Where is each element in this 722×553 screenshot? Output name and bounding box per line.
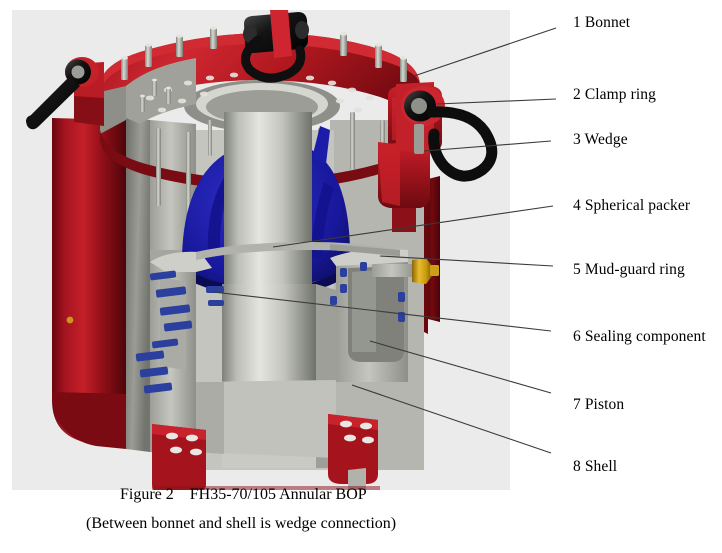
lifting-shackle-top <box>241 10 309 83</box>
brass-port-fitting <box>372 258 439 284</box>
leader-line-5 <box>379 255 554 267</box>
callout-label-3: 3 Wedge <box>573 131 628 148</box>
callout-label-4: 4 Spherical packer <box>573 197 691 214</box>
brass-nipple <box>430 265 439 276</box>
handle-left-lever <box>26 76 80 130</box>
port-pipe <box>372 264 416 277</box>
handle-left-lever-tip <box>26 115 40 127</box>
shackle-top-red-strap <box>270 10 292 58</box>
leader-line-4 <box>272 205 554 248</box>
bore-tube-upper <box>224 112 312 288</box>
piston-right-chamber-face <box>352 270 376 352</box>
mud-guard-ring-edge <box>330 244 400 256</box>
leader-line-7 <box>369 340 552 394</box>
shell-bottom-left-fillet <box>52 392 126 449</box>
base-foot-right <box>328 414 378 484</box>
bonnet-ring-body <box>99 33 421 132</box>
callout-label-1: 1 Bonnet <box>573 14 631 31</box>
leader-line-2 <box>436 98 557 105</box>
shell-bottom-strip <box>152 486 380 490</box>
lifting-handle-left <box>26 57 104 130</box>
wedge-taper-face <box>378 142 400 206</box>
handle-left-pivot-bore <box>71 65 85 79</box>
lifting-eye-right <box>396 82 498 182</box>
sealing-components <box>135 262 405 394</box>
callout-label-7: 7 Piston <box>573 396 625 413</box>
leader-line-group <box>212 27 557 454</box>
shackle-top-pin-right <box>295 21 309 39</box>
leader-line-8 <box>351 384 552 454</box>
figure-caption-title: Figure 2 FH35-70/105 Annular BOP <box>120 486 367 503</box>
brass-hex-nut <box>412 258 432 284</box>
grease-nipple <box>66 316 74 324</box>
bonnet-lower-rim <box>100 130 420 190</box>
bonnet-cut-section-face <box>100 86 126 134</box>
eye-right-bail <box>426 106 498 182</box>
wedge-lower-tab <box>392 208 416 232</box>
base-foot-left-bolt-holes <box>166 432 202 456</box>
callout-label-5: 5 Mud-guard ring <box>573 261 685 278</box>
eye-right-shank <box>414 124 424 154</box>
leader-line-3 <box>423 140 552 152</box>
callout-label-8: 8 Shell <box>573 458 618 475</box>
base-foot-right-bolt-holes <box>340 420 374 444</box>
shell-cut-face <box>126 118 150 452</box>
leader-line-6 <box>212 291 552 332</box>
shackle-top-bow <box>241 35 306 83</box>
base-foot-right-post <box>348 468 366 490</box>
shell-outer-left <box>52 118 126 447</box>
piston-lower-skirt <box>196 380 336 458</box>
leader-line-1 <box>413 27 557 77</box>
figure-caption-subtitle: (Between bonnet and shell is wedge conne… <box>86 515 397 532</box>
handle-left-mount-shadow <box>74 96 104 126</box>
callout-label-2: 2 Clamp ring <box>573 86 656 103</box>
base-mounting-feet <box>152 414 378 490</box>
callout-label-6: 6 Sealing component <box>573 328 706 345</box>
eye-right-bore <box>411 98 427 114</box>
